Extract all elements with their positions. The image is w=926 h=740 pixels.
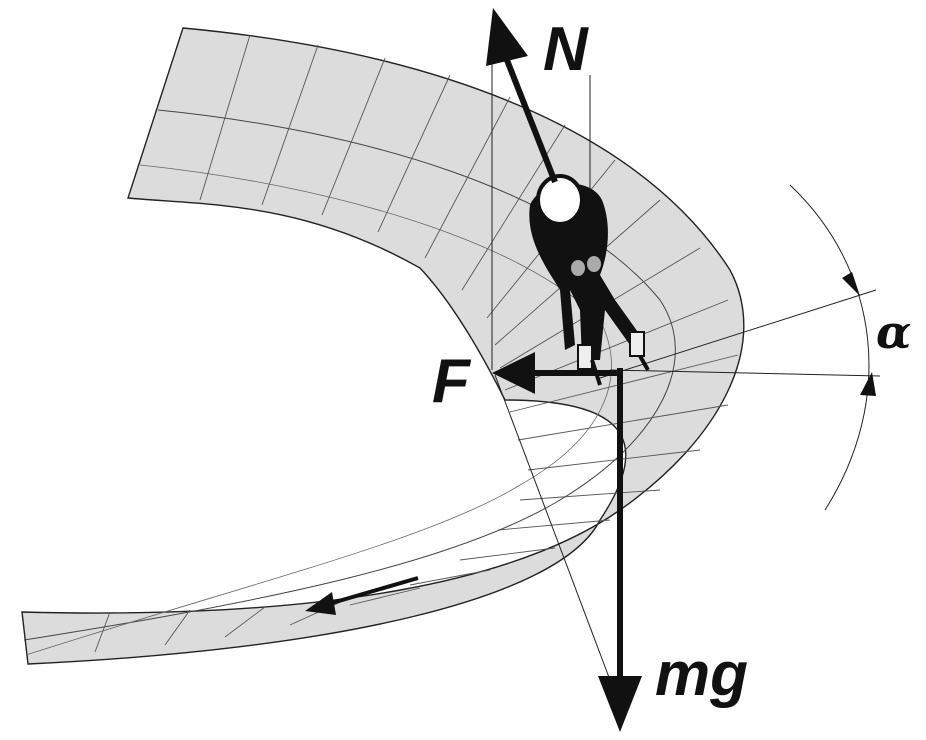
vector-friction: [492, 352, 618, 394]
label-gravity: mg: [655, 640, 748, 709]
cyclist-hand-right: [585, 254, 603, 274]
bike-pedal-left: [577, 344, 593, 370]
lane-line: [25, 164, 612, 656]
cyclist-helmet: [536, 174, 584, 226]
construction-lines: [491, 60, 881, 681]
bike-pedal-right: [629, 331, 645, 357]
lane-line: [23, 109, 676, 641]
vector-gravity: [598, 368, 642, 732]
label-friction-force: F: [432, 347, 472, 416]
vector-normal: [486, 8, 558, 184]
cyclist-hand-left: [569, 258, 587, 278]
label-normal-force: N: [543, 15, 589, 84]
label-angle-alpha: α: [876, 305, 911, 359]
direction-arrow: [305, 576, 419, 615]
angle-markers: [842, 272, 876, 396]
